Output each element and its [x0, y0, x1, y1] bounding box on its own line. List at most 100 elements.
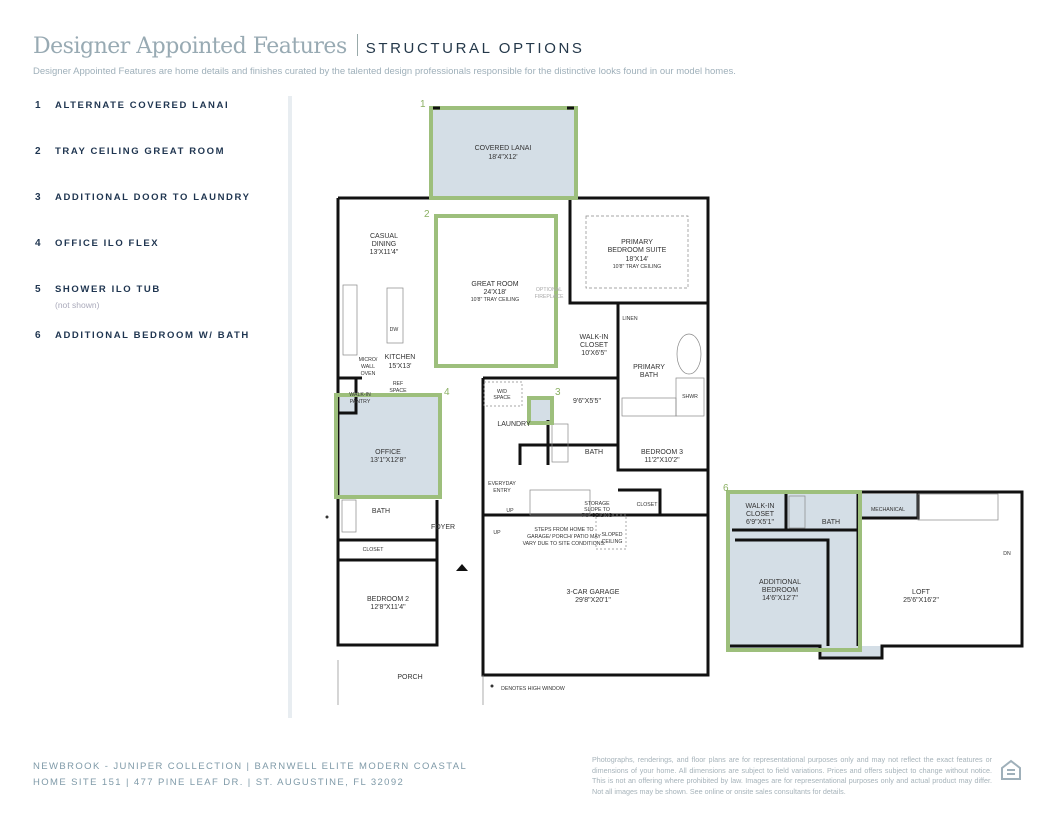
- legend-text: DENOTES HIGH WINDOW: [501, 686, 565, 692]
- stair-up-label: UP: [506, 508, 514, 514]
- page-subtitle: Designer Appointed Features are home det…: [33, 66, 736, 77]
- room-label: PRIMARY: [621, 239, 653, 246]
- room-note: STEPS FROM HOME TO: [534, 527, 593, 533]
- option-1-highlight: [429, 106, 578, 200]
- room-label: BEDROOM: [762, 587, 798, 594]
- room-dim: 24'X18': [484, 289, 507, 296]
- room-note: MECHANICAL: [871, 507, 905, 513]
- option-note: (not shown): [55, 300, 100, 310]
- option-num-2: 2: [424, 209, 430, 220]
- room-label: CLOSET: [746, 511, 775, 518]
- room-note: WALK-IN: [349, 392, 371, 398]
- room-label: COVERED LANAI: [475, 145, 532, 152]
- room-note: 10'8" TRAY CEILING: [613, 264, 661, 270]
- room-label: BATH: [640, 372, 658, 379]
- option-num-1: 1: [420, 99, 426, 110]
- room-label: ADDITIONAL: [759, 579, 801, 586]
- fixtures: [337, 215, 999, 705]
- room-dim: 25'6"X16'2": [903, 597, 939, 604]
- room-dim: 6'9"X5'1": [746, 519, 774, 526]
- high-window-legend-icon: [490, 684, 494, 688]
- option-highlights: [334, 106, 862, 652]
- stair-up-label: UP: [493, 530, 501, 536]
- room-label: WALK-IN: [580, 334, 609, 341]
- equal-housing-icon: [1001, 759, 1021, 780]
- room-note: LINEN: [622, 316, 638, 322]
- room-note: 10'8" TRAY CEILING: [471, 297, 519, 303]
- room-label: OFFICE: [375, 449, 401, 456]
- room-note: ENTRY: [493, 488, 511, 494]
- room-note: STORAGE: [584, 501, 610, 507]
- room-dim: 18'X14': [626, 256, 649, 263]
- lanai-fill: [433, 110, 574, 197]
- room-note: CLOSET: [363, 547, 385, 553]
- room-dim: 15'X13': [389, 363, 412, 370]
- room-dim: 9'6"X5'5": [573, 398, 601, 405]
- room-label: CLOSET: [580, 342, 609, 349]
- title-main: Designer Appointed Features: [33, 34, 347, 59]
- page-title: Designer Appointed Features STRUCTURAL OP…: [33, 34, 585, 59]
- room-note: OPTIONAL: [536, 287, 562, 293]
- room-label: KITCHEN: [385, 354, 416, 361]
- entry-arrow-icon: [456, 564, 468, 571]
- option-3-highlight: [527, 396, 554, 425]
- footer-address: NEWBROOK - JUNIPER COLLECTION | BARNWELL…: [33, 759, 467, 791]
- room-dim: 11'2"X10'2": [644, 457, 680, 464]
- room-dim: 13'1"X12'8": [370, 457, 406, 464]
- mechanical-fill: [858, 494, 918, 518]
- option-4-highlight: [334, 393, 442, 499]
- room-dim: 14'6"X12'7": [762, 595, 798, 602]
- room-label: BEDROOM 3: [641, 449, 683, 456]
- room-note: PANTRY: [350, 399, 371, 405]
- room-label: CASUAL: [370, 233, 398, 240]
- room-label: GREAT ROOM: [471, 281, 518, 288]
- stair-down-label: DN: [1003, 551, 1011, 557]
- room-note: CEILING: [602, 539, 623, 545]
- room-label: LAUNDRY: [497, 421, 531, 428]
- option-6-highlight: [726, 490, 862, 652]
- laundry-door-fill: [531, 400, 550, 421]
- title-section: STRUCTURAL OPTIONS: [365, 40, 585, 57]
- room-label: DINING: [372, 241, 397, 248]
- option-2-highlight: [434, 214, 558, 368]
- room-label: 3-CAR GARAGE: [567, 589, 620, 596]
- disclaimer: Photographs, renderings, and floor plans…: [592, 755, 992, 796]
- addl-bedroom-fill: [730, 494, 858, 648]
- room-label: BEDROOM 2: [367, 596, 409, 603]
- room-label: BATH: [822, 519, 840, 526]
- room-note: VARY DUE TO SITE CONDITIONS.: [523, 541, 606, 547]
- room-note: DW: [390, 327, 399, 333]
- room-label: BEDROOM SUITE: [608, 247, 667, 254]
- room-label: PORCH: [397, 674, 422, 681]
- room-note: OVEN: [361, 371, 376, 377]
- footer-line-2: HOME SITE 151 | 477 PINE LEAF DR. | ST. …: [33, 777, 405, 788]
- room-note: EVERYDAY: [488, 481, 516, 487]
- room-label: LOFT: [912, 589, 931, 596]
- room-label: BATH: [372, 508, 390, 515]
- room-note: SLOPE TO: [584, 507, 610, 513]
- room-label: PRIMARY: [633, 364, 665, 371]
- room-dim: 18'4"X12': [488, 154, 517, 161]
- room-note: 7'6" CEILING: [582, 513, 613, 519]
- room-note: SPACE: [493, 395, 511, 401]
- room-dim: 29'8"X20'1": [575, 597, 611, 604]
- room-label: BATH: [585, 449, 603, 456]
- room-note: SPACE: [389, 388, 407, 394]
- room-note: SHWR: [682, 394, 698, 400]
- room-note: SLOPED: [601, 532, 622, 538]
- vertical-divider: [288, 96, 292, 718]
- room-note: FIREPLACE: [535, 294, 564, 300]
- footer-line-1: NEWBROOK - JUNIPER COLLECTION | BARNWELL…: [33, 761, 468, 772]
- room-note: W/D: [497, 389, 507, 395]
- room-dim: 13'X11'4": [370, 249, 399, 256]
- room-note: GARAGE/ PORCH/ PATIO MAY: [527, 534, 601, 540]
- room-note: MICRO/: [359, 357, 378, 363]
